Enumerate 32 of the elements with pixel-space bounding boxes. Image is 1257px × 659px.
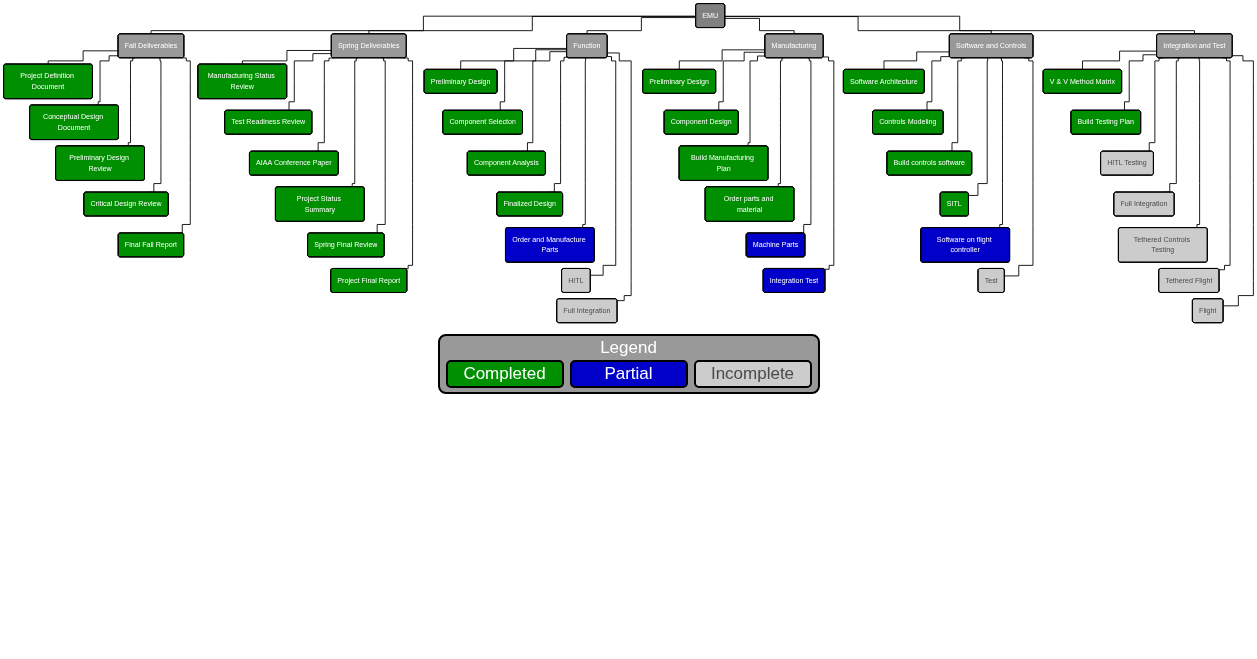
connector <box>125 57 136 147</box>
connector <box>607 52 632 302</box>
connector <box>368 15 697 35</box>
connector <box>883 51 950 70</box>
connector <box>775 57 784 188</box>
legend-swatch: Incomplete <box>693 360 812 389</box>
connector <box>150 15 697 35</box>
connector <box>724 15 1196 35</box>
connector <box>403 57 414 270</box>
connector <box>95 55 119 106</box>
connector <box>47 50 119 65</box>
connector <box>349 57 359 188</box>
connector <box>1004 57 1034 277</box>
connector <box>1218 57 1231 271</box>
connector <box>1222 55 1254 307</box>
connector <box>1193 57 1201 229</box>
connector <box>241 50 332 65</box>
connector <box>996 57 1003 229</box>
connector <box>1082 50 1158 70</box>
connector <box>579 57 587 229</box>
connector <box>586 17 697 35</box>
connector <box>590 56 617 276</box>
connector <box>724 16 992 35</box>
connector <box>460 48 568 70</box>
legend-swatch: Partial <box>569 360 688 389</box>
legend-swatch: Completed <box>445 360 564 389</box>
connector <box>822 56 835 270</box>
connector <box>678 49 766 70</box>
connector <box>745 55 766 147</box>
legend-title: Legend <box>600 338 657 359</box>
connector <box>968 57 989 196</box>
connector <box>724 17 795 35</box>
